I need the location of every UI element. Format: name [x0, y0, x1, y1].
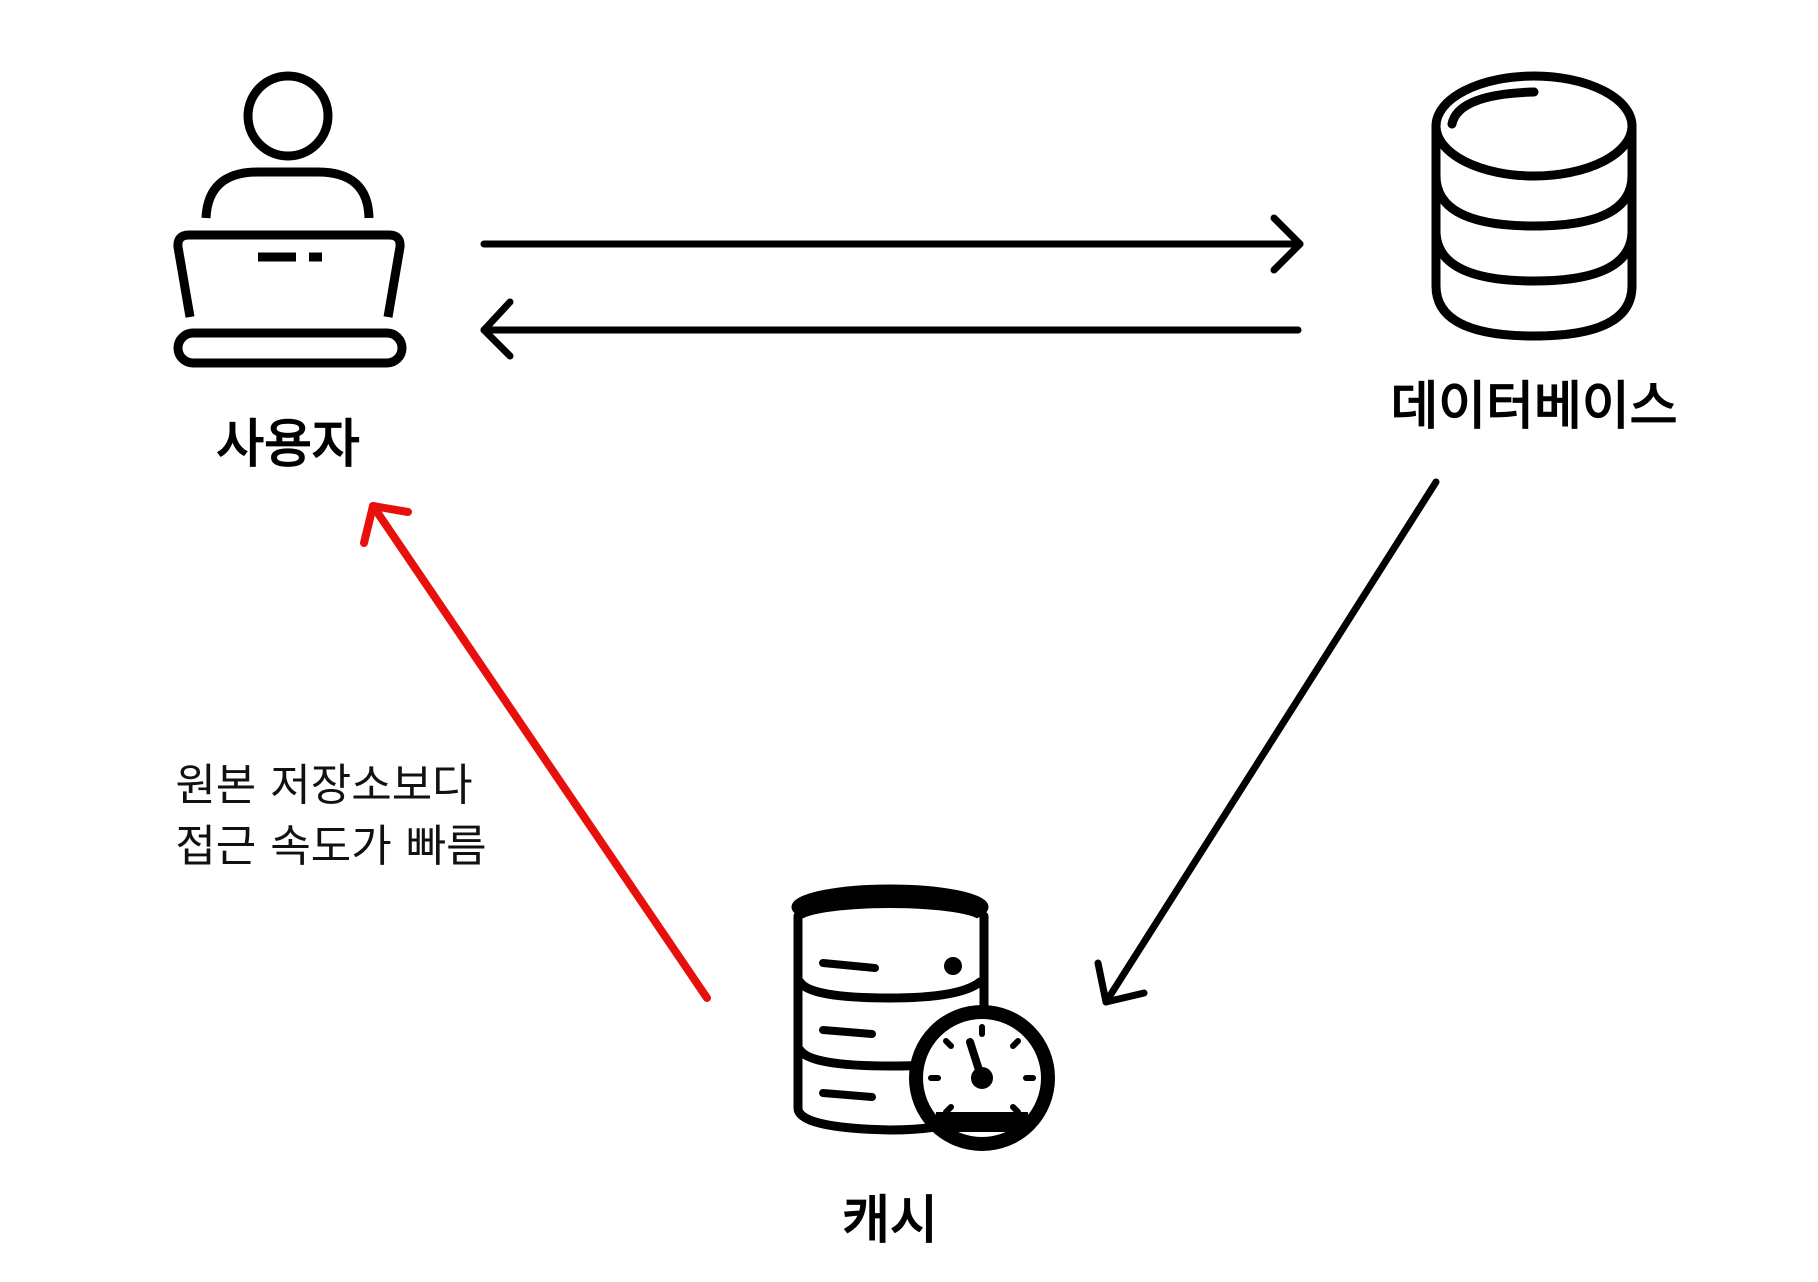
cache-speed-note: 원본 저장소보다 접근 속도가 빠름 [175, 760, 486, 872]
cache-database-speed-icon [791, 884, 1055, 1151]
note-line-2: 접근 속도가 빠름 [175, 821, 486, 872]
database-label: 데이터베이스 [1390, 377, 1677, 437]
database-icon [1431, 71, 1637, 341]
cache-label: 캐시 [842, 1191, 938, 1251]
arrow-database-to-cache [1094, 478, 1440, 1006]
arrow-cache-to-user [360, 502, 711, 1002]
note-line-1: 원본 저장소보다 [175, 760, 472, 811]
user-label: 사용자 [216, 415, 360, 475]
arrow-user-to-database [480, 214, 1304, 274]
user-laptop-icon [173, 71, 407, 368]
arrow-database-to-user [480, 298, 1302, 360]
